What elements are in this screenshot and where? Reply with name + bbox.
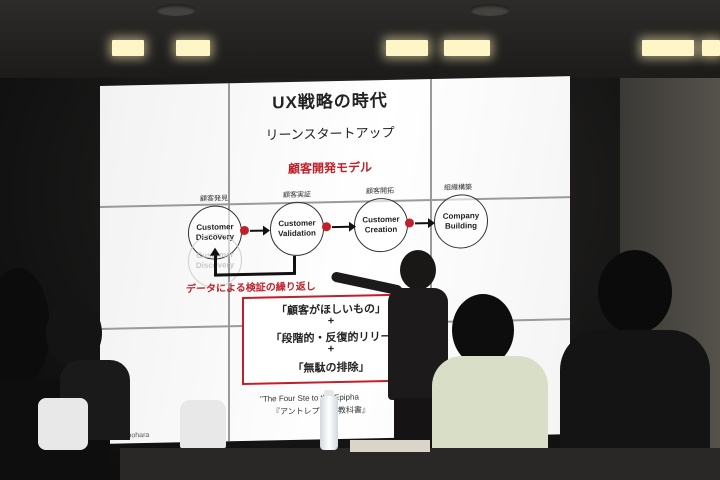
audience-head — [452, 294, 514, 366]
slide-title: UX戦略の時代 — [272, 90, 388, 113]
slide-subtitle: リーンスタートアップ — [265, 124, 395, 143]
arrow-up-icon — [210, 247, 220, 256]
plastic-bag — [180, 400, 226, 448]
audience-shirt — [432, 356, 548, 456]
loop-caption: データによる検証の繰り返し — [186, 281, 316, 296]
connector-dot — [405, 218, 414, 228]
ceiling-light — [444, 40, 490, 56]
ceiling-fixture — [156, 4, 196, 16]
stage-circle: Customer Validation — [270, 201, 324, 257]
desk — [120, 448, 720, 480]
audience-head-blurred — [0, 268, 50, 388]
stage-circle: Customer Creation — [354, 197, 408, 253]
stage-label: 組織構築 — [444, 184, 472, 192]
stage-circle: Company Building — [434, 193, 488, 250]
water-bottle — [320, 396, 338, 450]
arrow-right-icon — [250, 229, 264, 232]
ceiling-light — [112, 40, 144, 56]
ceiling-fixture — [470, 4, 510, 16]
connector-dot — [322, 222, 331, 232]
audience-shirt — [38, 398, 88, 450]
ceiling-light — [176, 40, 210, 56]
bottle-cap — [324, 390, 334, 398]
audience-head — [46, 300, 102, 366]
arrow-right-icon — [332, 225, 350, 229]
paper — [350, 440, 430, 452]
arrow-right-icon — [415, 222, 429, 225]
stage-label: 顧客実証 — [283, 191, 311, 200]
audience-head — [598, 250, 672, 334]
slide-grid-line — [100, 196, 570, 208]
connector-dot — [240, 225, 249, 236]
ceiling-light — [702, 40, 720, 56]
stage-label: 顧客発見 — [200, 195, 228, 203]
ceiling-light — [386, 40, 428, 56]
feedback-loop-line — [214, 271, 296, 277]
slide-model-heading: 顧客開発モデル — [287, 160, 372, 177]
book-credit-english: "The Four Ste to the Epipha — [260, 392, 359, 404]
stage-label: 顧客開拓 — [366, 187, 394, 196]
presenter-head — [400, 250, 436, 290]
ceiling — [0, 0, 720, 78]
ceiling-light — [642, 40, 694, 56]
feedback-loop-line — [214, 255, 217, 276]
